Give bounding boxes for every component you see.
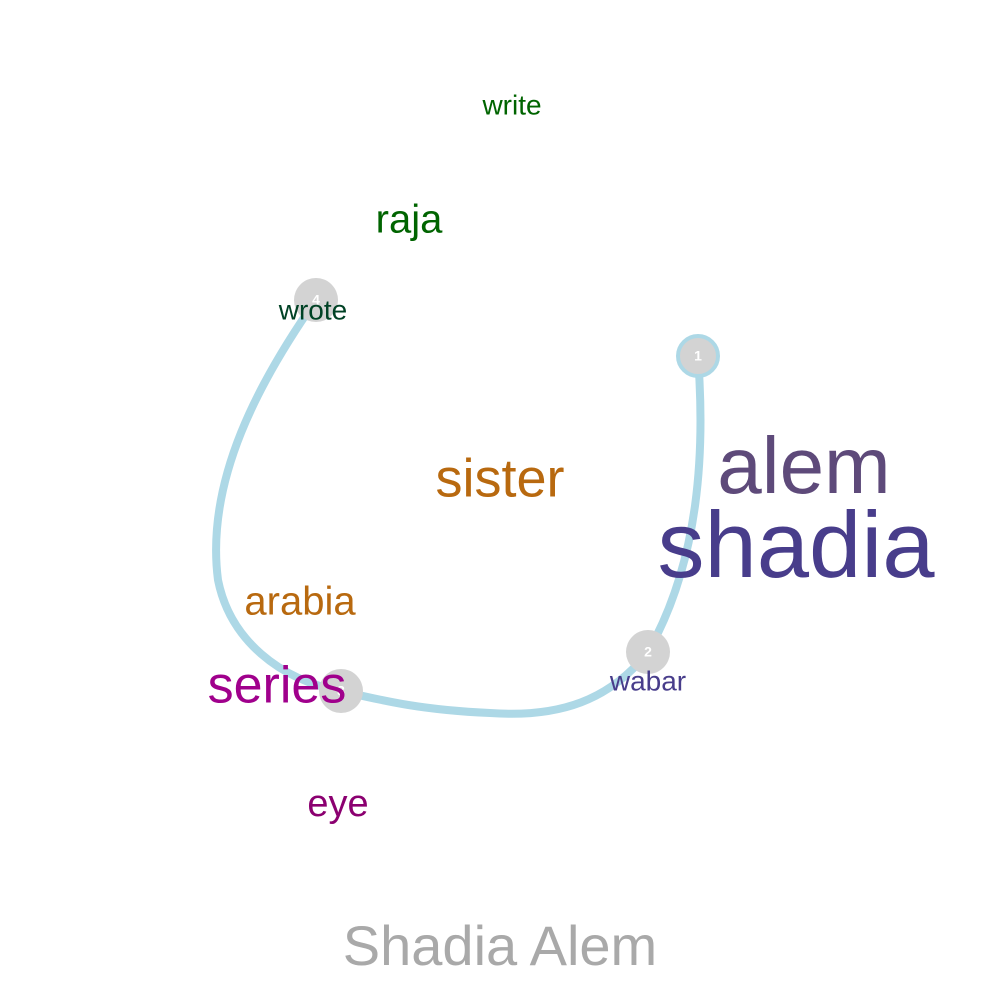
- path-node-3: 3: [319, 669, 363, 713]
- word-arabia: arabia: [244, 580, 356, 624]
- diagram-title: Shadia Alem: [343, 914, 657, 977]
- word-shadia: shadia: [658, 492, 936, 597]
- word-alem: alem: [717, 421, 890, 510]
- path-node-2-label: 2: [644, 644, 652, 660]
- path-node-2: 2: [626, 630, 670, 674]
- word-sister: sister: [435, 448, 564, 508]
- route-path: [212, 296, 705, 718]
- word-series: series: [208, 657, 347, 715]
- word-raja: raja: [376, 198, 443, 242]
- word-eye: eye: [307, 783, 368, 825]
- word-write: write: [481, 89, 541, 120]
- path-node-4-label: 4: [312, 292, 320, 308]
- word-wrote: wrote: [278, 294, 347, 325]
- path-node-3-label: 3: [337, 683, 345, 699]
- word-wabar: wabar: [609, 665, 686, 696]
- path-node-1: 1: [676, 334, 720, 378]
- path-node-4: 4: [294, 278, 338, 322]
- path-node-1-label: 1: [694, 348, 702, 364]
